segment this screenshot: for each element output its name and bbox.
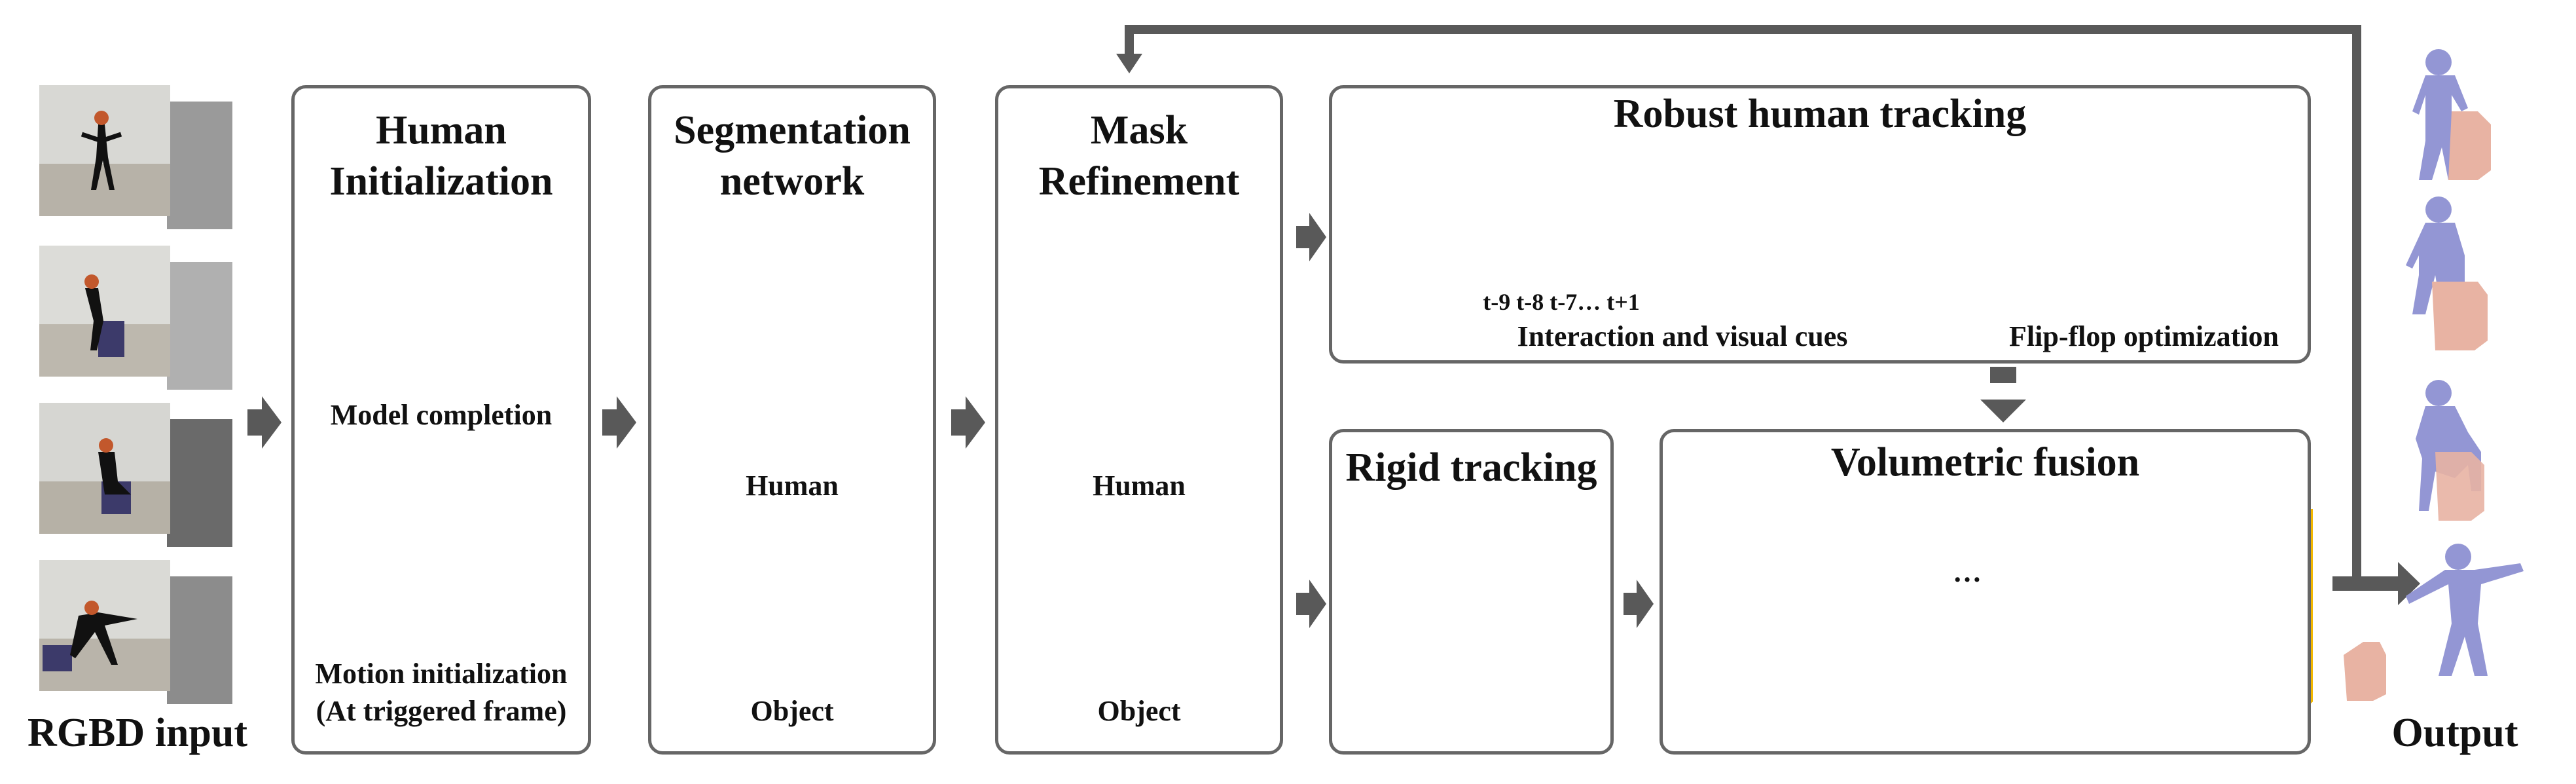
timestep-labels: t-9 t-8 t-7… t+1	[1483, 289, 1640, 315]
rgbd-input-frames	[39, 85, 232, 704]
arrow-seg-to-mask	[951, 396, 985, 449]
feedback-loop-line	[1125, 25, 2361, 576]
arrow-mask-to-rigid	[1296, 580, 1326, 628]
human-init-title-line2: Initialization	[329, 159, 553, 204]
mask-refinement-title-line1: Mask	[1090, 108, 1188, 153]
model-completion-caption: Model completion	[330, 399, 553, 431]
human-init-title-line1: Human	[376, 108, 507, 153]
human-initialization-panel	[291, 85, 591, 755]
robust-tracking-title: Robust human tracking	[1613, 92, 2027, 136]
mask-refinement-panel	[995, 85, 1283, 755]
arrow-fusion-to-output	[2332, 562, 2420, 605]
motion-init-caption-line2: (At triggered frame)	[316, 695, 567, 727]
mask-refinement-title-line2: Refinement	[1038, 159, 1240, 204]
arrow-mask-to-robust	[1296, 213, 1326, 261]
flip-flop-caption: Flip-flop optimization	[2009, 320, 2279, 352]
rigid-tracking-panel	[1329, 429, 1614, 755]
arrow-input-to-init	[247, 396, 281, 449]
robust-human-tracking-panel	[1329, 85, 2311, 364]
segmentation-object-caption: Object	[750, 695, 834, 727]
arrow-init-to-seg	[602, 396, 636, 449]
segmentation-panel	[648, 85, 936, 755]
segmentation-human-caption: Human	[746, 470, 839, 502]
arrow-robust-to-fusion	[1980, 367, 2026, 422]
rigid-tracking-title: Rigid tracking	[1345, 445, 1597, 490]
volumetric-fusion-panel	[1660, 429, 2311, 755]
mask-human-caption: Human	[1093, 470, 1186, 502]
arrow-rigid-to-fusion	[1624, 580, 1654, 628]
fusion-ellipsis: …	[1953, 556, 1982, 588]
volumetric-fusion-title: Volumetric fusion	[1830, 440, 2140, 485]
motion-init-caption-line1: Motion initialization	[315, 658, 568, 690]
mask-object-caption: Object	[1097, 695, 1181, 727]
interaction-cues-caption: Interaction and visual cues	[1517, 320, 1848, 352]
segmentation-title-line1: Segmentation	[674, 108, 911, 153]
rgbd-input-label: RGBD input	[27, 711, 247, 755]
segmentation-title-line2: network	[719, 159, 865, 204]
output-meshes	[2344, 49, 2524, 701]
feedback-loop-arrowhead	[1116, 54, 1142, 73]
output-label: Output	[2391, 711, 2518, 755]
